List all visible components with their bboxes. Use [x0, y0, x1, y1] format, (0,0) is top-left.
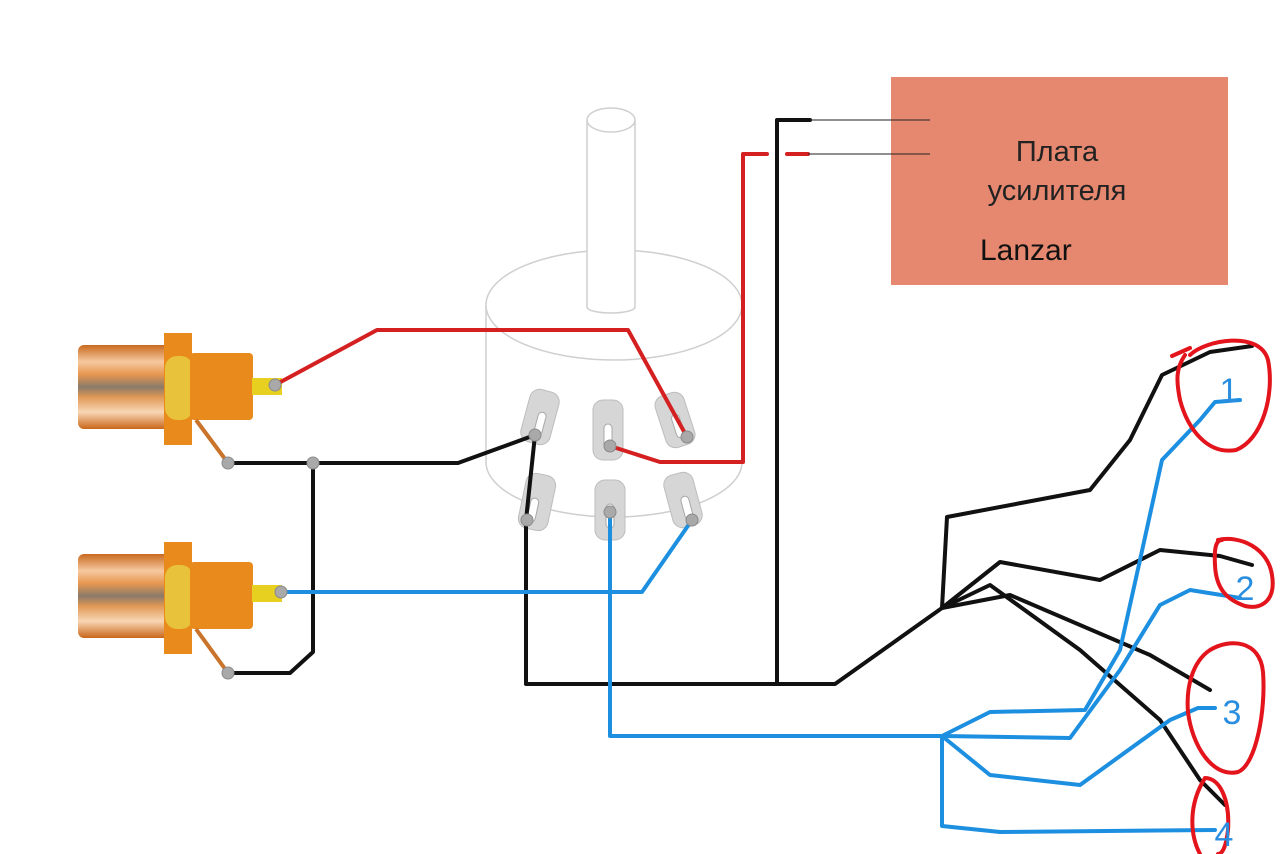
output-circle-4: [1190, 776, 1231, 854]
rca-jack-bottom: [78, 542, 282, 675]
black-output-2: [940, 548, 1254, 610]
junction-lug-top-right: [680, 430, 694, 444]
blue-output-4: [940, 734, 1217, 834]
junction-rca-bottom-ground: [221, 666, 235, 680]
red-wire-rca-to-switch: [273, 328, 689, 439]
blue-wire-rca-to-switch: [279, 518, 694, 594]
switch-shaft-top: [586, 107, 636, 133]
output-label-1: 1: [1220, 372, 1239, 410]
junction-ground-bus: [306, 456, 320, 470]
blue-output-2: [940, 588, 1242, 740]
junction-lug-bottom-left: [520, 513, 534, 527]
rca-top-body: [190, 353, 253, 420]
rca-jack-top: [78, 333, 282, 465]
amplifier-board-title-line2: усилителя: [988, 175, 1127, 207]
connection-points: [221, 378, 699, 680]
black-ground-to-board: [775, 118, 812, 686]
junction-rca-bottom-signal: [274, 585, 288, 599]
rca-bottom-body: [190, 562, 253, 629]
junction-rca-top-ground: [221, 456, 235, 470]
rca-top-ring: [165, 356, 193, 420]
black-output-4: [940, 583, 1227, 807]
junction-lug-bottom-middle: [603, 505, 617, 519]
rca-bottom-ground-tab: [194, 627, 230, 675]
rca-bottom-pin: [252, 585, 282, 602]
amplifier-board-box: [891, 77, 1228, 285]
switch-shaft: [586, 120, 636, 314]
black-ground-rca-top: [226, 433, 537, 465]
junction-lug-top-middle: [603, 439, 617, 453]
black-output-3: [940, 593, 1212, 692]
output-circle-1: [1175, 338, 1272, 453]
output-circles: [1170, 338, 1275, 854]
black-output-1: [940, 344, 1254, 610]
blue-wire-switch-to-outputs: [608, 510, 944, 738]
blue-output-1: [940, 398, 1242, 738]
red-wire-switch-to-board: [608, 152, 769, 464]
output-label-3: 3: [1223, 694, 1242, 732]
output-label-4: 4: [1215, 816, 1234, 854]
junction-lug-top-left: [528, 428, 542, 442]
output-circle-1-tick: [1170, 346, 1192, 358]
amplifier-board: Плата усилителя Lanzar: [891, 77, 1228, 285]
junction-lug-bottom-right: [685, 513, 699, 527]
output-circle-3: [1185, 641, 1266, 775]
red-wires: [273, 152, 810, 464]
black-wires: [226, 118, 1254, 807]
rca-top-barrel: [78, 345, 170, 429]
output-label-2: 2: [1236, 570, 1255, 608]
blue-output-3: [940, 706, 1217, 787]
rca-bottom-ring: [165, 565, 193, 629]
junction-rca-top-signal: [268, 378, 282, 392]
amplifier-board-title-line1: Плата: [1016, 136, 1099, 168]
blue-wires: [279, 398, 1242, 834]
black-ground-main: [524, 433, 944, 686]
black-ground-rca-bottom: [226, 461, 315, 675]
rca-bottom-barrel: [78, 554, 170, 638]
rca-top-ground-tab: [194, 418, 230, 465]
amplifier-board-brand: Lanzar: [980, 234, 1072, 267]
output-circle-2: [1212, 536, 1275, 609]
